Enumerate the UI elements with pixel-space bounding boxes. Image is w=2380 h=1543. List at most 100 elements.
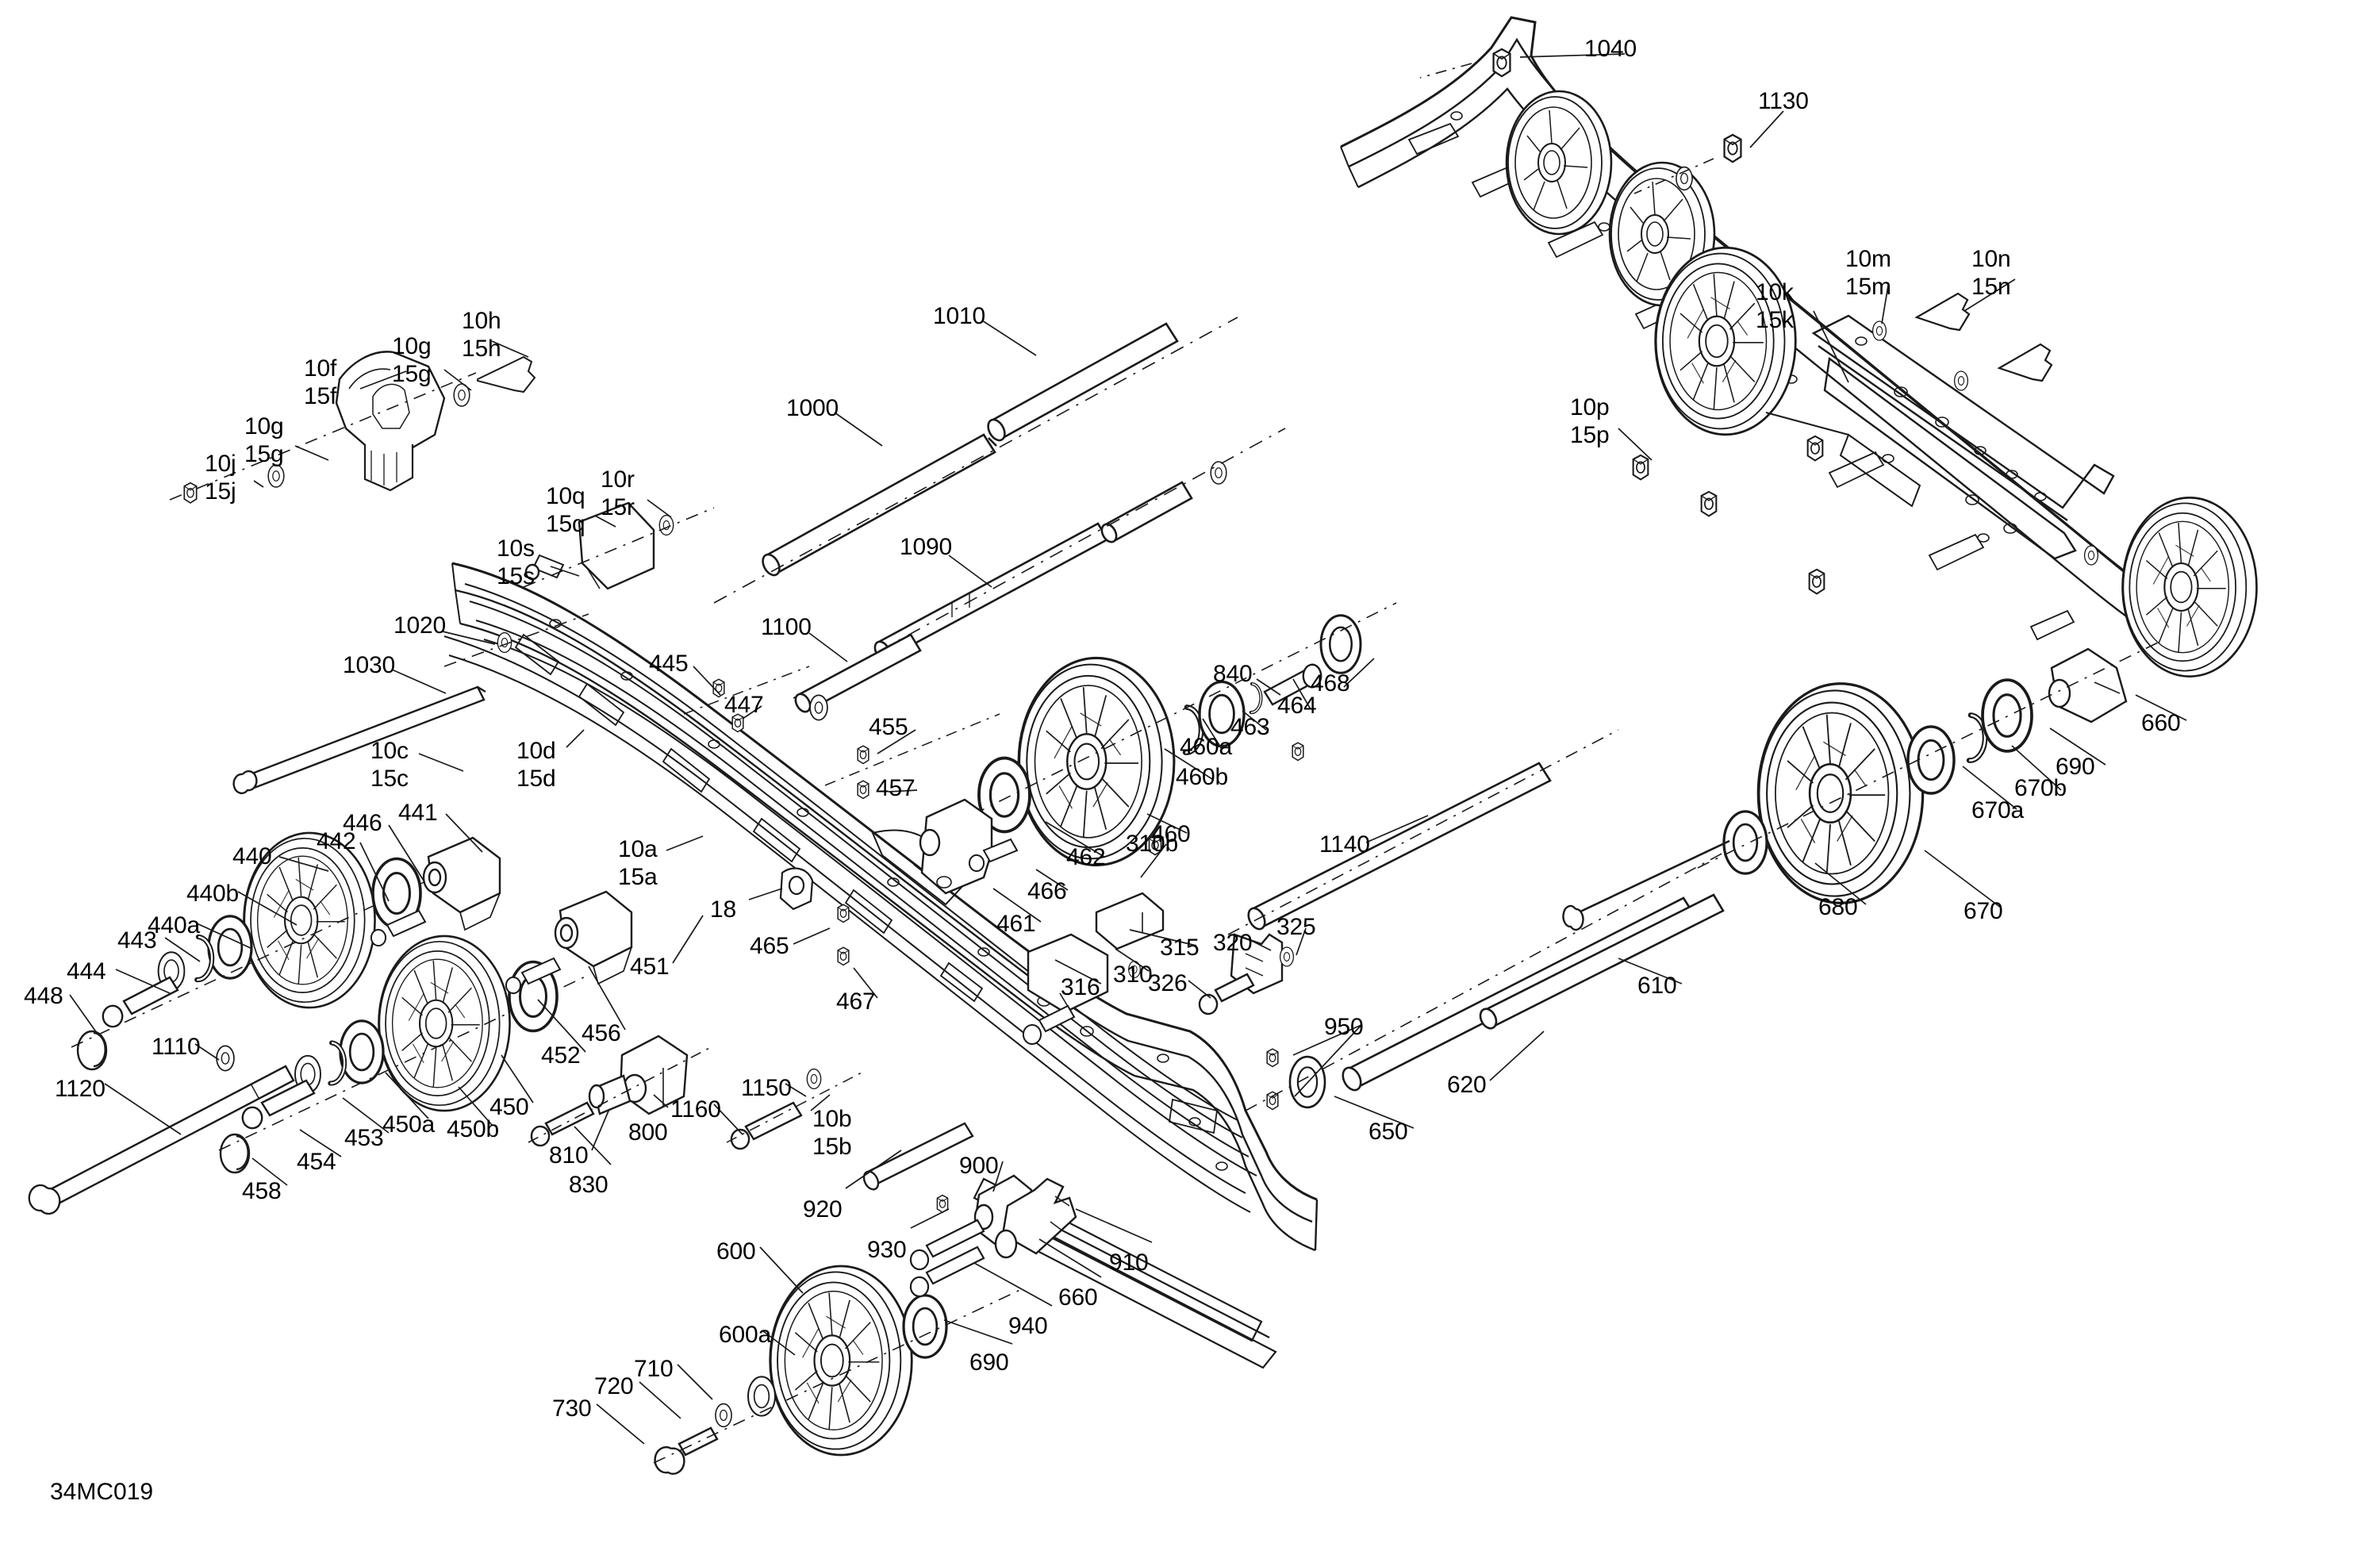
part-callout-315: 315 bbox=[1160, 935, 1200, 961]
upper-idler-wheel-group bbox=[1505, 90, 2258, 677]
part-callout-10m-15m: 10m 15m bbox=[1845, 246, 1891, 300]
part-callout-10d-15d: 10d 15d bbox=[516, 738, 556, 792]
small-bracket-18 bbox=[779, 867, 814, 911]
front-rail-assembly bbox=[451, 562, 1319, 1252]
part-callout-467: 467 bbox=[836, 988, 876, 1015]
part-callout-456: 456 bbox=[582, 1020, 621, 1046]
pivot-block-800 bbox=[528, 1034, 866, 1150]
part-callout-930: 930 bbox=[867, 1237, 907, 1263]
part-callout-900: 900 bbox=[959, 1153, 999, 1179]
part-callout-730: 730 bbox=[552, 1395, 592, 1422]
part-callout-310: 310 bbox=[1113, 961, 1153, 988]
part-callout-446: 446 bbox=[343, 810, 382, 836]
part-callout-690: 690 bbox=[2056, 754, 2095, 780]
part-callout-440b: 440b bbox=[186, 881, 239, 907]
part-callout-680: 680 bbox=[1818, 894, 1858, 920]
wheel-group-670 bbox=[1562, 642, 2159, 931]
part-callout-1130: 1130 bbox=[1758, 88, 1809, 114]
rail-stopper-block bbox=[523, 501, 715, 590]
part-callout-10n-15n: 10n 15n bbox=[1971, 246, 2011, 300]
front-bumper-mount bbox=[169, 351, 536, 504]
adjuster-hardware bbox=[1632, 292, 2099, 595]
part-callout-940: 940 bbox=[1008, 1313, 1048, 1339]
part-callout-670b: 670b bbox=[2014, 775, 2067, 801]
part-callout-445: 445 bbox=[649, 651, 689, 677]
part-callout-800: 800 bbox=[628, 1119, 668, 1146]
axle-610-group bbox=[1245, 840, 1746, 1111]
part-callout-442: 442 bbox=[317, 828, 356, 854]
part-callout-1020: 1020 bbox=[393, 612, 446, 639]
part-callout-1150: 1150 bbox=[741, 1075, 792, 1101]
part-callout-10g-15g: 10g 15g bbox=[392, 333, 432, 387]
part-callout-1120: 1120 bbox=[55, 1076, 106, 1102]
part-callout-1010: 1010 bbox=[933, 303, 985, 329]
part-callout-1000: 1000 bbox=[786, 395, 839, 421]
part-callout-10b-15b: 10b 15b bbox=[812, 1106, 852, 1160]
part-callout-10k-15k: 10k 15k bbox=[1756, 279, 1794, 333]
part-callout-460b: 460b bbox=[1176, 764, 1228, 790]
part-callout-1160: 1160 bbox=[670, 1096, 721, 1123]
part-callout-316: 316 bbox=[1061, 974, 1100, 1000]
part-callout-457: 457 bbox=[876, 775, 916, 801]
part-callout-810: 810 bbox=[549, 1142, 589, 1169]
part-callout-462: 462 bbox=[1066, 844, 1106, 870]
part-callout-830: 830 bbox=[569, 1172, 608, 1198]
part-callout-458: 458 bbox=[242, 1178, 282, 1204]
part-callout-1110: 1110 bbox=[152, 1034, 201, 1060]
part-callout-10h-15h: 10h 15h bbox=[462, 308, 501, 362]
part-callout-670: 670 bbox=[1964, 898, 2003, 924]
drawing-code-label: 34MC019 bbox=[50, 1479, 154, 1505]
part-callout-600a: 600a bbox=[719, 1322, 771, 1348]
part-callout-443: 443 bbox=[117, 927, 157, 954]
top-hardware bbox=[1419, 48, 1742, 194]
part-callout-440: 440 bbox=[232, 843, 272, 869]
part-callout-1100: 1100 bbox=[761, 614, 812, 640]
part-callout-460: 460 bbox=[1151, 821, 1191, 847]
slider-strips bbox=[443, 583, 1257, 1213]
part-callout-460a: 460a bbox=[1180, 734, 1232, 760]
part-callout-447: 447 bbox=[724, 692, 764, 718]
part-callout-453: 453 bbox=[344, 1125, 384, 1151]
part-callout-10f-15f: 10f 15f bbox=[304, 355, 337, 409]
part-callout-10s-15s: 10s 15s bbox=[497, 535, 535, 589]
part-callout-450b: 450b bbox=[447, 1116, 499, 1142]
part-callout-325: 325 bbox=[1276, 914, 1316, 940]
leader-lines bbox=[69, 53, 2187, 1445]
part-callout-450: 450 bbox=[489, 1094, 529, 1120]
part-callout-452: 452 bbox=[541, 1042, 581, 1069]
part-callout-710: 710 bbox=[634, 1356, 674, 1382]
part-callout-450a: 450a bbox=[382, 1111, 435, 1138]
part-callout-660: 660 bbox=[1058, 1284, 1098, 1311]
rail-bolt-hardware bbox=[683, 666, 1304, 966]
part-callout-1030: 1030 bbox=[343, 652, 395, 678]
rear-adjuster-bracket bbox=[1765, 314, 2115, 560]
part-callout-920: 920 bbox=[803, 1196, 843, 1223]
front-rod-1030 bbox=[232, 685, 486, 795]
part-callout-310b: 310b bbox=[1126, 831, 1178, 857]
part-callout-465: 465 bbox=[750, 933, 789, 959]
part-callout-10g-15g: 10g 15g bbox=[244, 413, 284, 467]
part-callout-466: 466 bbox=[1027, 878, 1067, 904]
wheel-group-600 bbox=[653, 1122, 1077, 1475]
part-callout-950: 950 bbox=[1324, 1014, 1364, 1040]
part-callout-18: 18 bbox=[710, 896, 736, 923]
part-callout-10r-15r: 10r 15r bbox=[601, 466, 635, 520]
part-callout-464: 464 bbox=[1277, 693, 1317, 719]
part-callout-455: 455 bbox=[869, 714, 908, 740]
part-callout-10c-15c: 10c 15c bbox=[370, 738, 409, 792]
wheel-group-460 bbox=[919, 602, 1619, 1046]
part-callout-448: 448 bbox=[24, 983, 63, 1009]
part-callout-463: 463 bbox=[1230, 714, 1270, 740]
wheel-group-440 bbox=[28, 831, 501, 1215]
part-callout-10a-15a: 10a 15a bbox=[618, 836, 658, 890]
part-callout-600: 600 bbox=[716, 1238, 756, 1265]
part-callout-910: 910 bbox=[1109, 1249, 1149, 1276]
part-callout-468: 468 bbox=[1311, 670, 1350, 697]
part-callout-441: 441 bbox=[398, 800, 438, 826]
part-callout-1090: 1090 bbox=[900, 534, 952, 560]
part-callout-660: 660 bbox=[2141, 710, 2181, 736]
part-callout-454: 454 bbox=[297, 1149, 336, 1175]
wheel-group-450 bbox=[218, 890, 633, 1174]
